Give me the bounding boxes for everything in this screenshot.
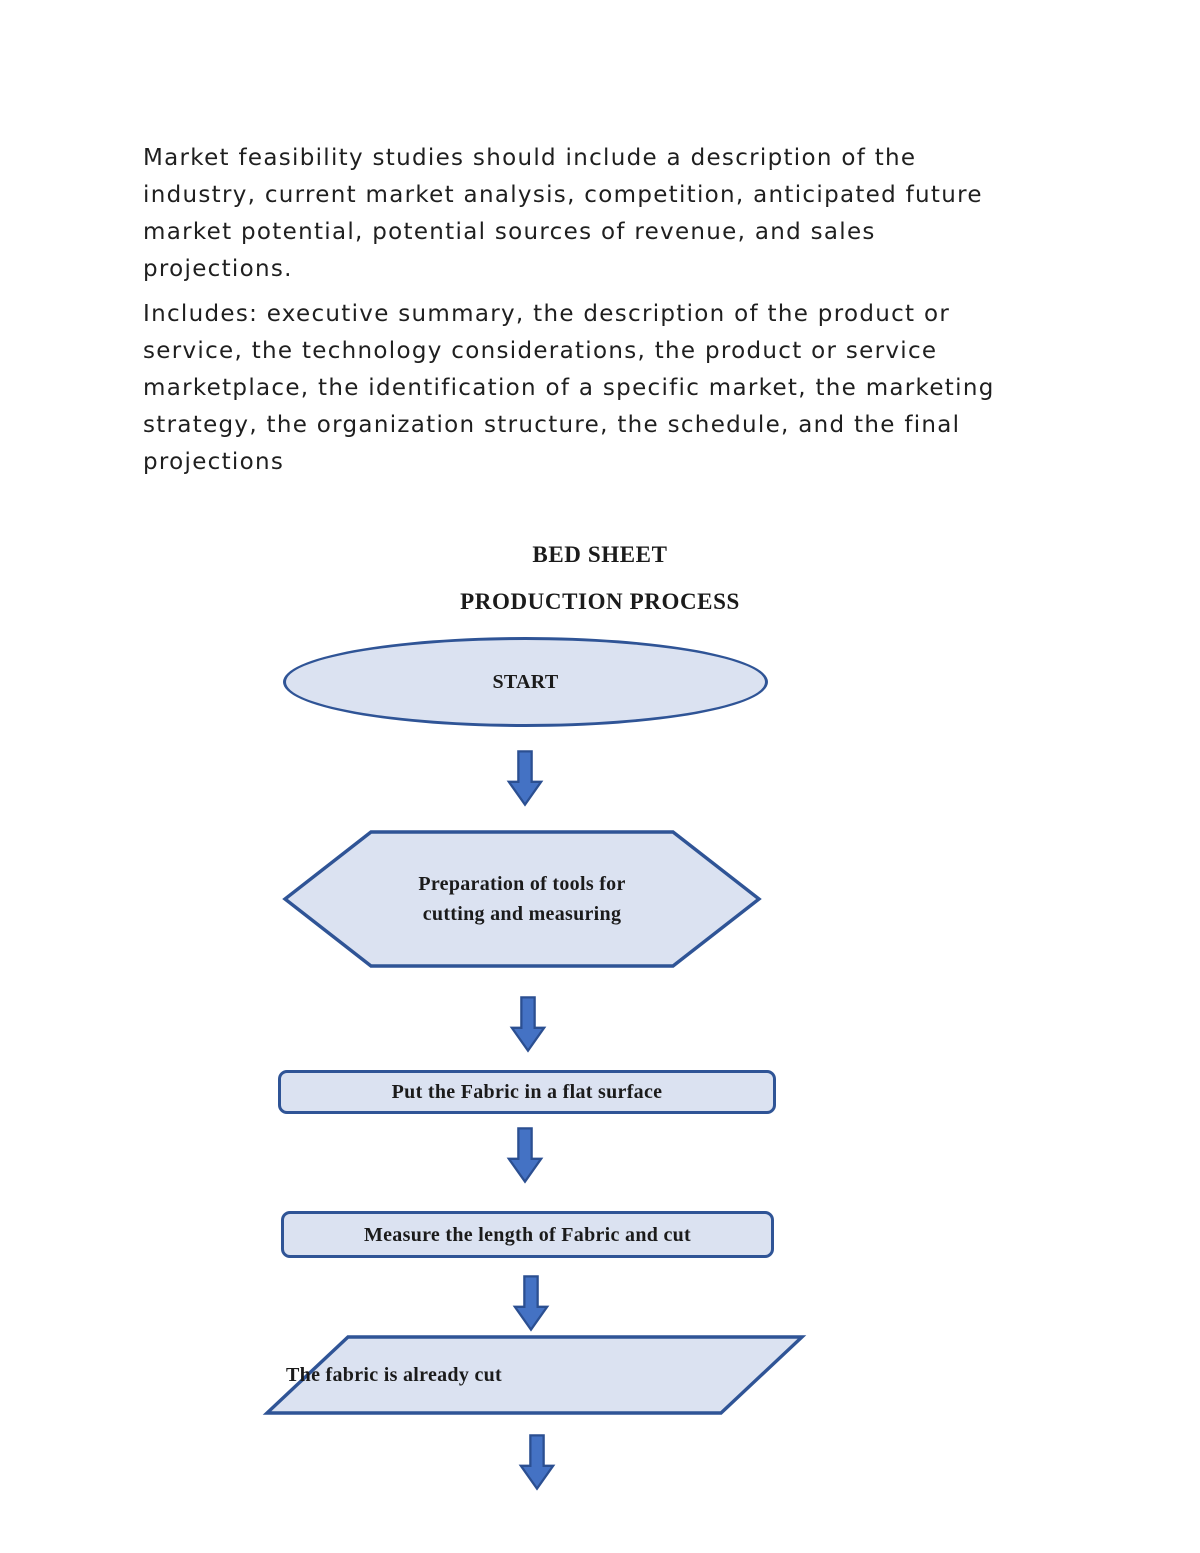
node-label: START [492, 671, 559, 693]
node-label: Put the Fabric in a flat surface [391, 1081, 663, 1103]
down-block-arrow-icon [509, 996, 547, 1053]
node-label: Preparation of tools for cutting and mea… [281, 828, 763, 970]
flowchart-title-line1: BED SHEET [532, 542, 668, 567]
flowchart-node-put-fabric: Put the Fabric in a flat surface [278, 1070, 776, 1114]
text-line: projections. [143, 256, 293, 282]
flowchart-node-start: START [283, 637, 768, 727]
down-block-arrow-icon [506, 750, 544, 807]
flowchart-title-line2: PRODUCTION PROCESS [460, 589, 740, 614]
node-label-line2: cutting and measuring [422, 903, 622, 925]
down-block-arrow-icon [512, 1275, 550, 1332]
text-line: industry, current market analysis, compe… [143, 182, 983, 208]
text-line: Market feasibility studies should includ… [143, 145, 917, 171]
flowchart-node-fabric-cut: The fabric is already cut [262, 1333, 807, 1417]
flowchart-node-preparation: Preparation of tools for cutting and mea… [281, 828, 763, 970]
flowchart-node-measure-cut: Measure the length of Fabric and cut [281, 1211, 774, 1258]
down-block-arrow-icon [506, 1127, 544, 1184]
text-line: service, the technology considerations, … [143, 338, 938, 364]
paragraph-includes: Includes: executive summary, the descrip… [143, 296, 995, 481]
text-line: market potential, potential sources of r… [143, 219, 876, 245]
node-label: The fabric is already cut [286, 1364, 503, 1386]
parallelogram-shape [262, 1335, 807, 1415]
down-block-arrow-icon [518, 1434, 556, 1491]
text-line: Includes: executive summary, the descrip… [143, 301, 951, 327]
node-label-line1: Preparation of tools for [418, 873, 626, 895]
flowchart-title: BED SHEET PRODUCTION PROCESS [0, 531, 1200, 625]
node-label: Measure the length of Fabric and cut [363, 1223, 692, 1246]
text-line: strategy, the organization structure, th… [143, 412, 961, 438]
text-line: projections [143, 449, 285, 475]
hexagon-shape [282, 830, 762, 968]
text-line: marketplace, the identification of a spe… [143, 375, 995, 401]
paragraph-market-feasibility: Market feasibility studies should includ… [143, 140, 983, 288]
